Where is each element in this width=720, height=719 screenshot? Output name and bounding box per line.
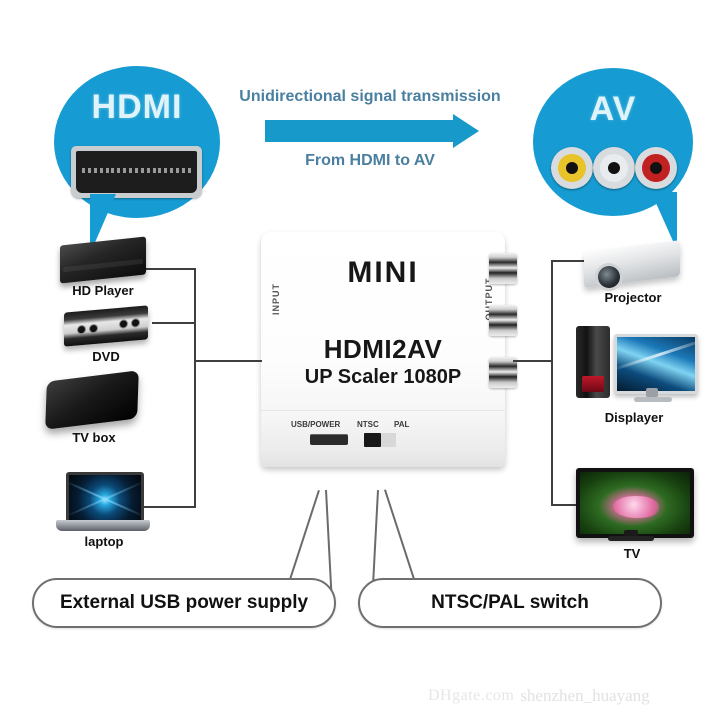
projector-lens-icon bbox=[598, 266, 620, 288]
av-bubble: AV bbox=[533, 68, 693, 250]
device-model-label: HDMI2AV bbox=[323, 334, 443, 364]
input-bracket-branch-dvd bbox=[152, 322, 196, 324]
device-output-jack-2 bbox=[489, 305, 517, 336]
device-output-jack-3 bbox=[489, 357, 517, 388]
rca-jack-white-icon bbox=[593, 147, 635, 189]
output-bracket-to-device bbox=[513, 360, 553, 362]
transmission-subtitle: From HDMI to AV bbox=[305, 152, 435, 169]
input-bracket-branch-laptop bbox=[140, 506, 196, 508]
hdmi-bubble: HDMI bbox=[54, 66, 220, 254]
device-brand-label: MINI bbox=[347, 256, 419, 289]
watermark: DHgate.com shenzhen_huayang bbox=[428, 686, 650, 706]
output-projector: Projector bbox=[578, 240, 688, 310]
callout-ntsc-pal-label: NTSC/PAL switch bbox=[431, 592, 589, 613]
dhgate-logo: DHgate.com bbox=[428, 687, 515, 704]
callout-usb-power: External USB power supply bbox=[32, 578, 336, 628]
callout-usb-power-label: External USB power supply bbox=[59, 592, 309, 613]
source-tv-box: TV box bbox=[40, 370, 148, 448]
input-bracket-to-device bbox=[194, 360, 262, 362]
source-dvd: DVD bbox=[60, 305, 152, 364]
callout-ntsc-pal: NTSC/PAL switch bbox=[358, 578, 662, 628]
source-dvd-label: DVD bbox=[92, 349, 120, 364]
rca-jack-yellow-icon bbox=[551, 147, 593, 189]
input-bracket-branch-hdplayer bbox=[140, 268, 196, 270]
input-bracket-spine bbox=[194, 268, 196, 508]
seller-name: shenzhen_huayang bbox=[520, 686, 650, 705]
leader-usb-right bbox=[325, 489, 333, 596]
source-tv-box-label: TV box bbox=[72, 430, 116, 445]
output-tv: TV bbox=[570, 466, 694, 561]
output-bracket-branch-projector bbox=[551, 260, 587, 262]
ntsc-pal-switch bbox=[364, 433, 396, 447]
output-bracket-spine bbox=[551, 260, 553, 506]
output-projector-label: Projector bbox=[604, 290, 662, 305]
av-bubble-label: AV bbox=[589, 90, 637, 128]
hdmi-bubble-label: HDMI bbox=[91, 88, 183, 126]
device-input-label: INPUT bbox=[271, 283, 281, 315]
source-laptop: laptop bbox=[54, 470, 154, 552]
direction-arrow-icon bbox=[265, 120, 455, 142]
device-bottom-panel: USB/POWER NTSC PAL bbox=[261, 410, 505, 467]
output-displayer-label: Displayer bbox=[604, 410, 664, 425]
device-output-jack-1 bbox=[489, 253, 517, 284]
output-displayer: Displayer bbox=[572, 320, 698, 430]
direction-arrow-head-icon bbox=[453, 114, 479, 148]
source-hd-player-label: HD Player bbox=[72, 283, 134, 298]
pal-label: PAL bbox=[394, 420, 410, 429]
usb-power-label: USB/POWER bbox=[291, 420, 341, 429]
hdmi-port-icon bbox=[71, 146, 202, 198]
ntsc-label: NTSC bbox=[357, 420, 379, 429]
rca-jack-red-icon bbox=[635, 147, 677, 189]
hdmi2av-converter: MINI INPUT OUTPUT HDMI2AV UP Scaler 1080… bbox=[261, 232, 505, 467]
source-laptop-label: laptop bbox=[84, 534, 124, 549]
output-tv-label: TV bbox=[623, 546, 641, 561]
usb-port bbox=[310, 434, 348, 445]
transmission-title: Unidirectional signal transmission bbox=[239, 88, 501, 105]
device-subtitle-label: UP Scaler 1080P bbox=[304, 366, 462, 388]
output-bracket-branch-tv bbox=[551, 504, 587, 506]
source-hd-player: HD Player bbox=[56, 235, 150, 298]
